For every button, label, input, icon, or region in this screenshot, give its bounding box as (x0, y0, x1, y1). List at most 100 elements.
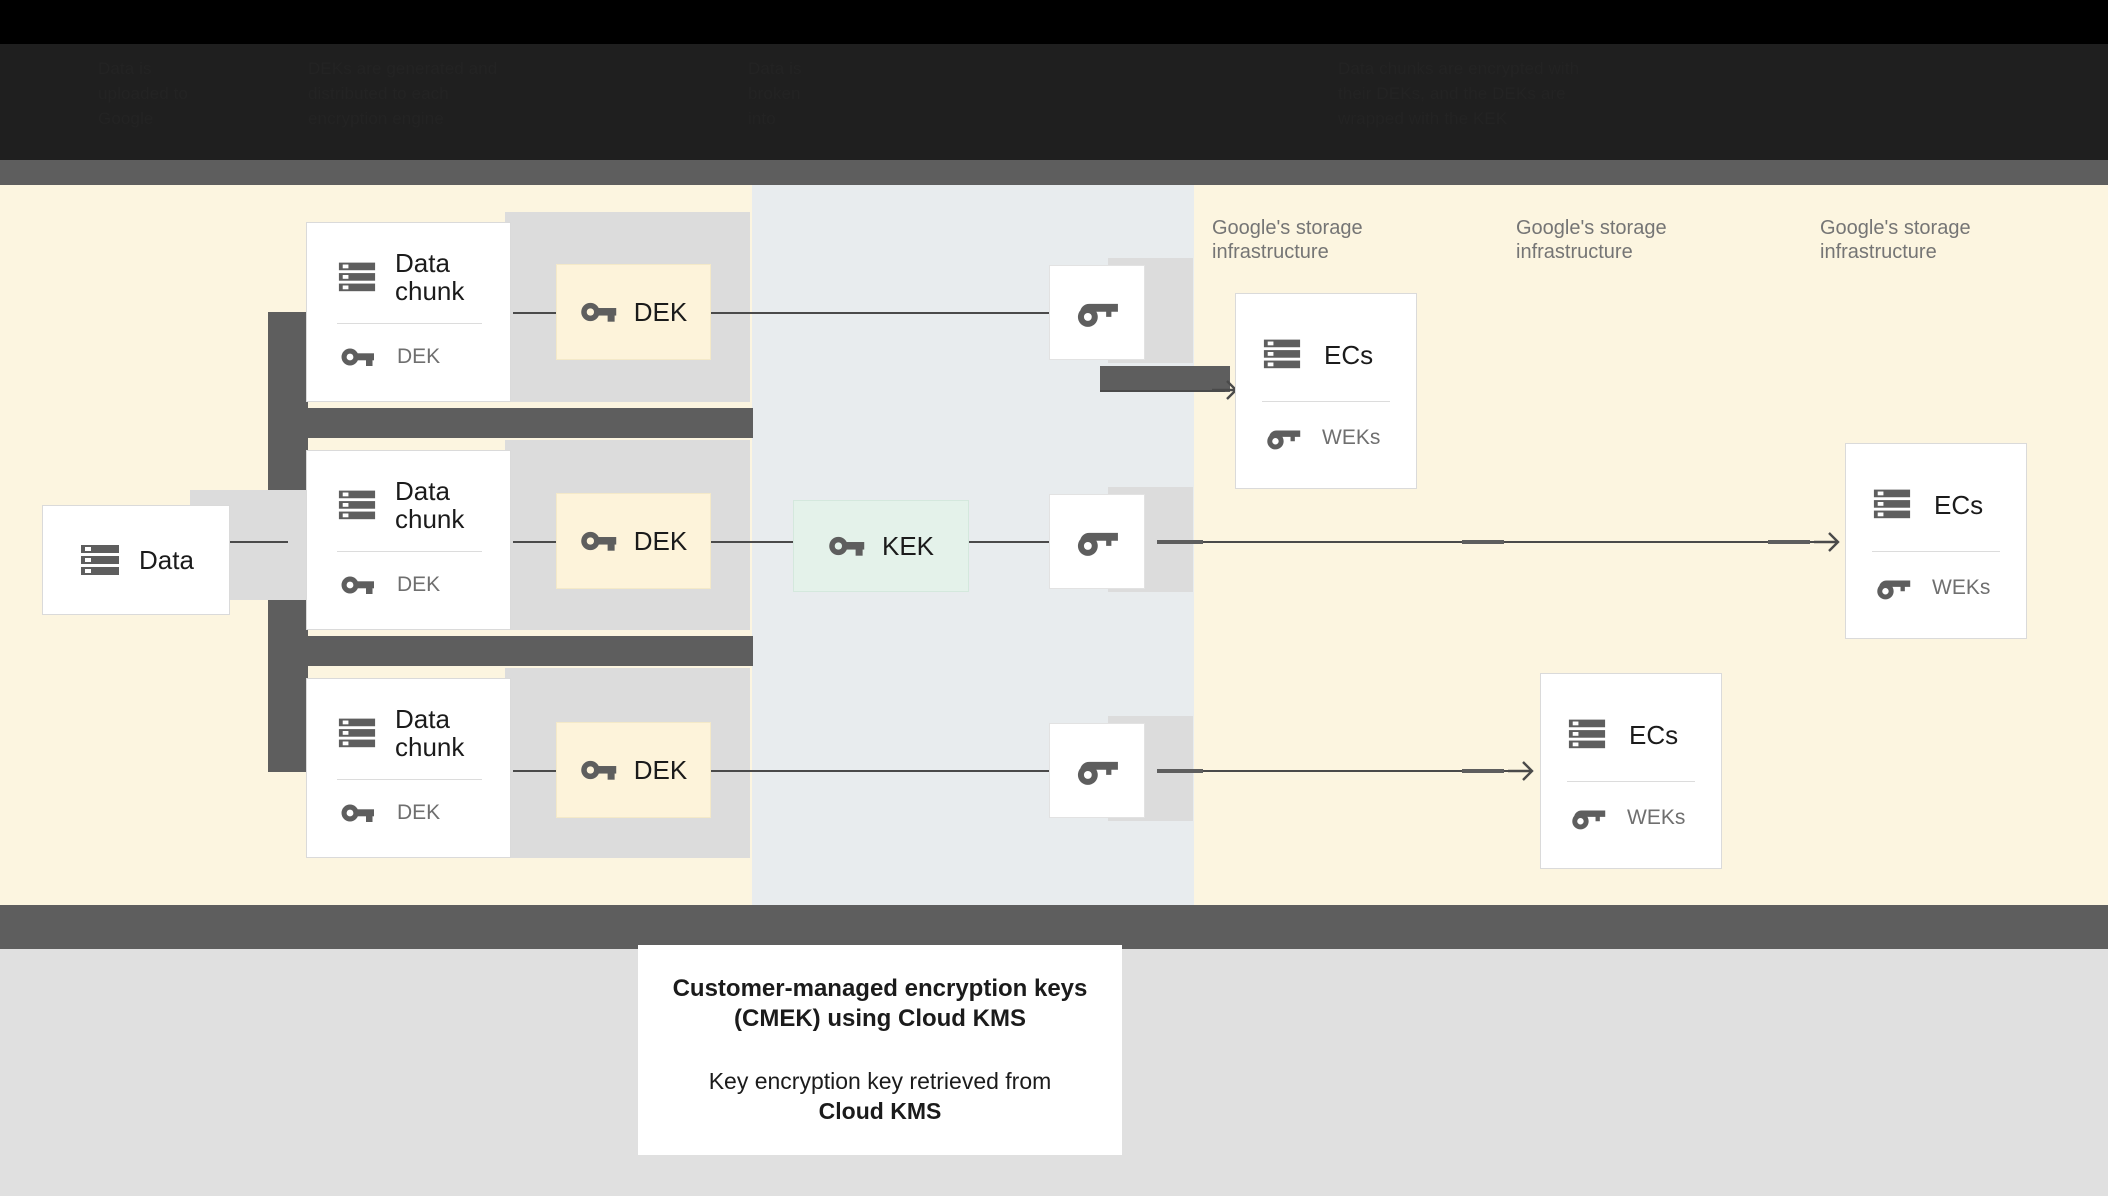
chunk-title: Data chunk (395, 477, 464, 533)
caption-title: Customer-managed encryption keys (CMEK) … (673, 974, 1088, 1034)
keytile-wrapped-key-3[interactable] (1049, 723, 1145, 818)
ecs-header-row: ECs (1846, 444, 2026, 527)
keybox-dek-2[interactable]: DEK (556, 493, 711, 589)
key-icon (580, 527, 618, 555)
region-caption-line1: Google's storage (1820, 217, 1971, 239)
caption-body-line1: Key encryption key retrieved from (708, 1068, 1052, 1094)
card-divider (1567, 781, 1695, 782)
chunk-title: Data chunk (395, 249, 464, 305)
key-icon (828, 532, 866, 560)
region-caption-line1: Google's storage (1212, 217, 1363, 239)
region-caption-1: Google's storage infrastructure (1212, 216, 1412, 264)
keybox-dek-3[interactable]: DEK (556, 722, 711, 818)
chunk-header-row: Data chunk (307, 223, 510, 305)
database-icon (1872, 482, 1912, 527)
keybox-dek-label: DEK (633, 754, 688, 785)
chunk-key-row: DEK (307, 780, 510, 826)
arrowhead-middle (1814, 532, 1840, 552)
card-data-chunk-3[interactable]: Data chunk DEK (306, 678, 511, 858)
card-ecs-3[interactable]: ECs WEKs (1540, 673, 1722, 869)
connector-dek1-wek1 (710, 312, 1050, 314)
ecs-key-label: WEKs (1627, 806, 1686, 829)
database-icon (79, 537, 121, 584)
chunk-header-row: Data chunk (307, 451, 510, 533)
chunk-title-line1: Data (395, 476, 450, 506)
caption-body: Key encryption key retrieved from Cloud … (709, 1066, 1052, 1126)
flow-line-bottom (1157, 770, 1527, 772)
connector-kek-wek2 (965, 541, 1050, 543)
flow-line-bottom-seg1 (1157, 769, 1203, 773)
database-icon (1567, 712, 1607, 757)
ecs-label: ECs (1629, 719, 1679, 750)
header-line: Data chunks are encrypted with (1338, 59, 1580, 78)
header-band: Data is uploaded to Google DEKs are gene… (0, 0, 2108, 160)
flow-line-middle-seg1 (1157, 540, 1203, 544)
ecs-header-row: ECs (1541, 674, 1721, 757)
fanout-bracket-arm-1 (268, 408, 753, 438)
connector-dek3-wek3 (710, 770, 1050, 772)
header-line: Google (98, 109, 154, 128)
key-icon (580, 298, 618, 326)
ecs-key-row: WEKs (1236, 402, 1416, 452)
ecs-header-row: ECs (1236, 294, 1416, 377)
header-line: Data is (98, 59, 152, 78)
key-icon (1074, 754, 1120, 788)
keytile-wrapped-key-2[interactable] (1049, 494, 1145, 589)
header-line: into (748, 109, 776, 128)
keybox-kek-label: KEK (881, 530, 935, 561)
chunk-title: Data chunk (395, 705, 464, 761)
region-caption-line2: infrastructure (1820, 241, 1937, 263)
key-icon (1264, 424, 1302, 452)
header-line: infrastructure (1338, 106, 2018, 131)
card-divider (1262, 401, 1390, 402)
card-divider (337, 779, 482, 780)
chunk-title-line1: Data (395, 248, 450, 278)
ecs-key-row: WEKs (1541, 782, 1721, 832)
key-icon (580, 756, 618, 784)
card-data-chunk-2[interactable]: Data chunk DEK (306, 450, 511, 630)
header-column-1: Data is uploaded to Google (98, 56, 288, 131)
chunk-key-label: DEK (397, 345, 441, 368)
keybox-dek-1[interactable]: DEK (556, 264, 711, 360)
card-data-label: Data (139, 545, 194, 575)
flow-line-middle-seg2 (1462, 540, 1504, 544)
keybox-kek[interactable]: KEK (793, 500, 969, 592)
flow-line-top (1100, 390, 1225, 392)
header-line: broken (748, 84, 801, 103)
caption-title-line2: (CMEK) using Cloud KMS (734, 1005, 1026, 1032)
key-icon (341, 800, 375, 826)
region-caption-line2: infrastructure (1516, 241, 1633, 263)
card-divider (337, 551, 482, 552)
card-ecs-2[interactable]: ECs WEKs (1845, 443, 2027, 639)
database-icon (1262, 332, 1302, 377)
chunk-key-row: DEK (307, 324, 510, 370)
keybox-dek-label: DEK (633, 525, 688, 556)
fanout-bracket-arm-2 (268, 636, 753, 666)
key-icon (1074, 525, 1120, 559)
divider-band-top (0, 160, 2108, 185)
chunk-title-line2: chunk (395, 732, 465, 762)
connector-chunk3-dek3 (513, 770, 557, 772)
keytile-wrapped-key-1[interactable] (1049, 265, 1145, 360)
key-icon (341, 572, 375, 598)
key-icon (1569, 804, 1607, 832)
keybox-dek-label: DEK (633, 296, 688, 327)
header-line: Encrypted chunks (ECs) and wrapped encry… (1338, 56, 2018, 81)
header-line: their DEKs, and the DEKs are (1338, 84, 1566, 103)
caption-card: Customer-managed encryption keys (CMEK) … (638, 945, 1122, 1155)
caption-body-line2: Cloud KMS (818, 1098, 942, 1124)
card-data-chunk-1[interactable]: Data chunk DEK (306, 222, 511, 402)
chunk-title-line2: chunk (395, 504, 465, 534)
header-line: wrapped with the KEK (1338, 109, 1508, 128)
ecs-label: ECs (1934, 489, 1984, 520)
card-ecs-1[interactable]: ECs WEKs (1235, 293, 1417, 489)
chunk-key-label: DEK (397, 573, 441, 596)
card-data[interactable]: Data (42, 505, 230, 615)
database-icon (337, 711, 377, 756)
chunk-title-line1: Data (395, 704, 450, 734)
chunk-header-row: Data chunk (307, 679, 510, 761)
chunk-key-label: DEK (397, 801, 441, 824)
header-line: Data is (748, 59, 802, 78)
connector-chunk1-dek1 (513, 312, 557, 314)
